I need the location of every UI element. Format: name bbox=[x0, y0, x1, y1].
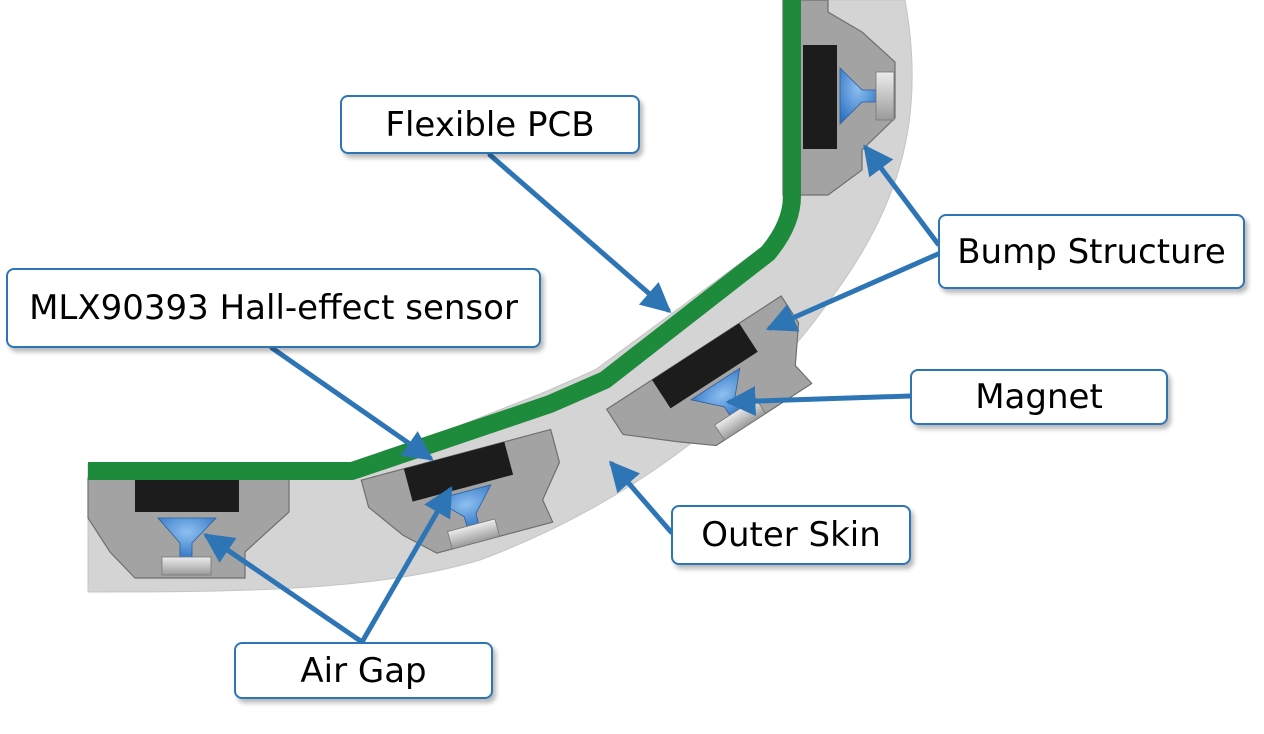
magnet-4 bbox=[875, 71, 895, 121]
arrow-hall-sensor bbox=[269, 345, 434, 461]
bump-structure-label: Bump Structure bbox=[938, 214, 1245, 289]
bump-structure-4 bbox=[782, 0, 896, 196]
magnet-label: Magnet bbox=[910, 369, 1168, 425]
air-gap-label: Air Gap bbox=[234, 642, 493, 699]
arrow-bump-structure-top bbox=[863, 144, 941, 247]
outer-skin-label: Outer Skin bbox=[671, 505, 911, 565]
flexible-pcb-strip bbox=[88, 0, 801, 480]
hall-sensor-chip-4 bbox=[803, 45, 837, 149]
leader-arrows bbox=[203, 144, 941, 645]
flexible-pcb-label: Flexible PCB bbox=[340, 95, 640, 154]
arrow-air-gap-right bbox=[359, 486, 453, 645]
bump-structure-1 bbox=[87, 477, 290, 579]
hall-sensor-chip-1 bbox=[135, 478, 239, 512]
hall-sensor-chip-3 bbox=[651, 323, 758, 409]
arrow-magnet bbox=[725, 386, 913, 417]
arrow-flexible-pcb bbox=[487, 152, 672, 313]
magnet-2 bbox=[447, 518, 501, 550]
arrow-bump-structure-mid bbox=[765, 251, 941, 332]
magnet-1 bbox=[161, 556, 212, 576]
hall-sensor-label: MLX90393 Hall-effect sensor bbox=[6, 268, 541, 348]
arrow-outer-skin bbox=[609, 460, 674, 535]
arrow-air-gap-left bbox=[203, 533, 365, 645]
